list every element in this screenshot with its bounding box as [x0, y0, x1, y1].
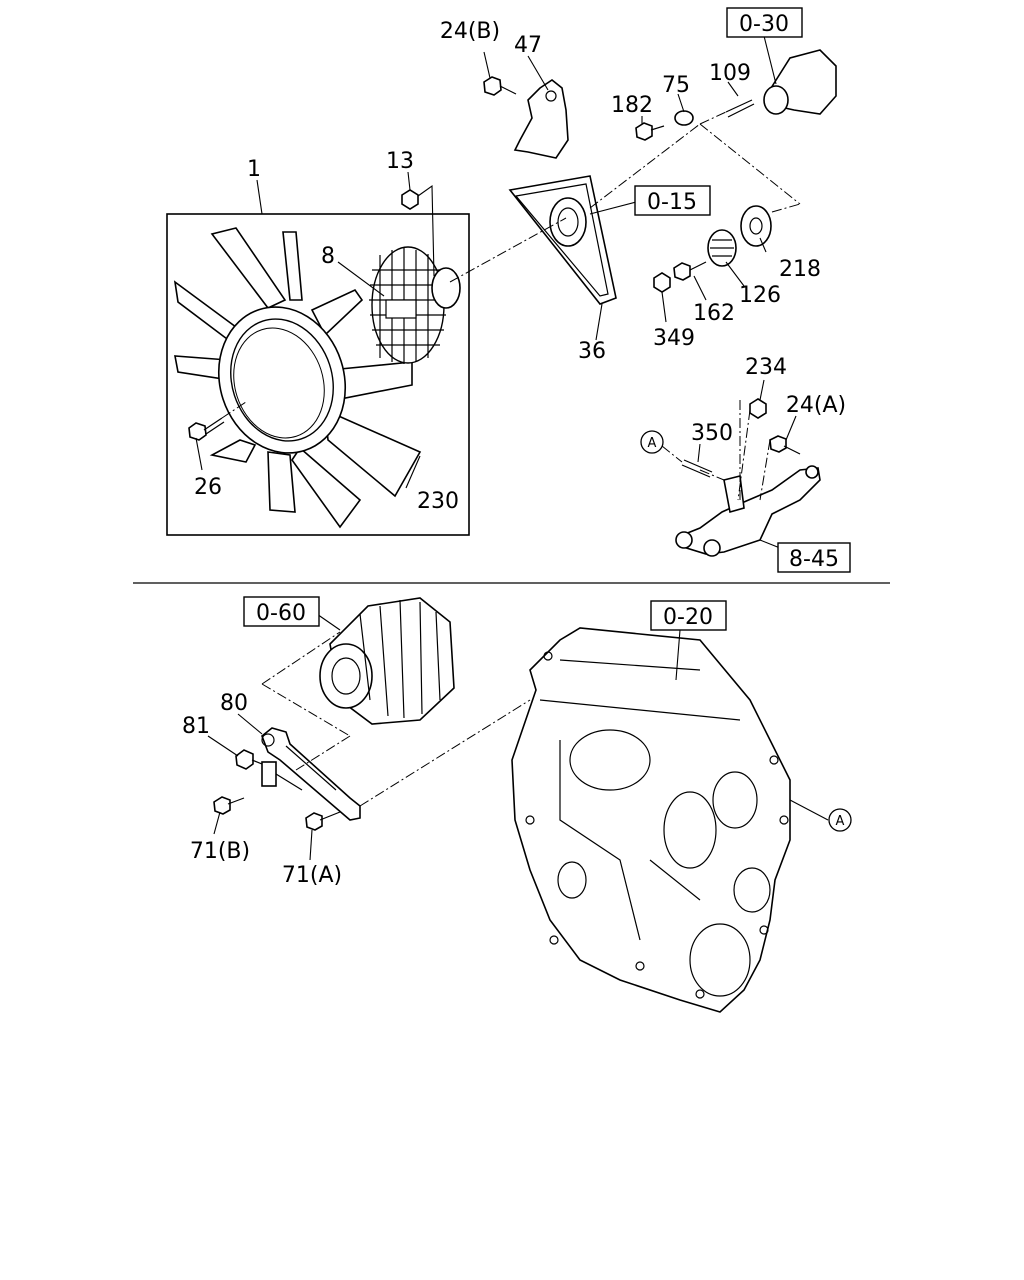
stud-350 — [681, 459, 713, 478]
fan-clutch — [369, 246, 461, 364]
label-part-349: 349 — [653, 326, 695, 351]
water-pump-hub — [763, 85, 789, 115]
bolt-162 — [673, 261, 707, 281]
svg-text:A: A — [648, 436, 657, 451]
label-part-162: 162 — [693, 301, 735, 326]
idler-218 — [740, 205, 772, 247]
label-part-26: 26 — [194, 475, 222, 500]
spacer-75 — [674, 110, 694, 126]
fan-ring — [217, 306, 347, 454]
engine-front-cover — [511, 627, 791, 1013]
label-part-234: 234 — [745, 355, 787, 380]
label-part-8: 8 — [321, 244, 335, 269]
label-part-24a: 24(A) — [786, 393, 846, 418]
pulley-126 — [707, 229, 737, 267]
bolt-182 — [635, 122, 665, 141]
bolt-24b — [483, 76, 517, 96]
adjust-plate-80 — [261, 727, 361, 821]
ref-box-0-20[interactable]: 0-20 — [650, 600, 727, 631]
fan-group-box — [166, 213, 470, 536]
label-part-81: 81 — [182, 714, 210, 739]
water-pipe — [675, 465, 821, 557]
label-part-36: 36 — [578, 339, 606, 364]
crank-pulley — [549, 197, 587, 247]
nut-13 — [401, 189, 419, 210]
fan-blades — [173, 227, 422, 529]
ref-box-0-60[interactable]: 0-60 — [243, 596, 320, 627]
marker-a-right: A — [828, 808, 852, 832]
stud-109 — [699, 99, 755, 125]
label-part-47: 47 — [514, 33, 542, 58]
label-part-71b: 71(B) — [190, 839, 250, 864]
alternator — [319, 597, 455, 725]
bolt-81 — [235, 749, 303, 791]
nut-349 — [653, 272, 671, 293]
ref-0-15-text: 0-15 — [647, 190, 697, 215]
label-part-1: 1 — [247, 157, 261, 182]
label-part-75: 75 — [662, 73, 690, 98]
ref-0-30-text: 0-30 — [739, 12, 789, 37]
bolt-26 — [188, 401, 247, 441]
bolt-71b — [213, 796, 245, 815]
label-part-71a: 71(A) — [282, 863, 342, 888]
label-part-80: 80 — [220, 691, 248, 716]
bracket-47 — [513, 79, 569, 159]
label-part-13: 13 — [386, 149, 414, 174]
assembly-lines-bottom — [261, 631, 531, 807]
ref-8-45-text: 8-45 — [789, 547, 839, 572]
belt-36 — [508, 175, 617, 305]
svg-text:A: A — [836, 814, 845, 829]
label-part-350: 350 — [691, 421, 733, 446]
leader-lines-top — [195, 35, 797, 549]
ref-box-8-45[interactable]: 8-45 — [777, 542, 851, 573]
assembly-lines-top — [449, 123, 801, 501]
ref-box-0-30[interactable]: 0-30 — [726, 7, 803, 38]
nut-234 — [749, 398, 767, 419]
label-part-182: 182 — [611, 93, 653, 118]
ref-box-0-15[interactable]: 0-15 — [634, 185, 711, 216]
marker-a-left: A — [640, 430, 664, 454]
label-part-126: 126 — [739, 283, 781, 308]
ref-0-60-text: 0-60 — [256, 601, 306, 626]
leader-lines-bottom — [207, 611, 829, 861]
label-part-230: 230 — [417, 489, 459, 514]
bolt-24a — [769, 435, 801, 455]
bracket-47-hole — [545, 90, 557, 102]
label-part-24b: 24(B) — [440, 19, 500, 44]
ref-0-20-text: 0-20 — [663, 605, 713, 630]
bolt-71a — [305, 811, 341, 831]
label-part-218: 218 — [779, 257, 821, 282]
label-part-109: 109 — [709, 61, 751, 86]
